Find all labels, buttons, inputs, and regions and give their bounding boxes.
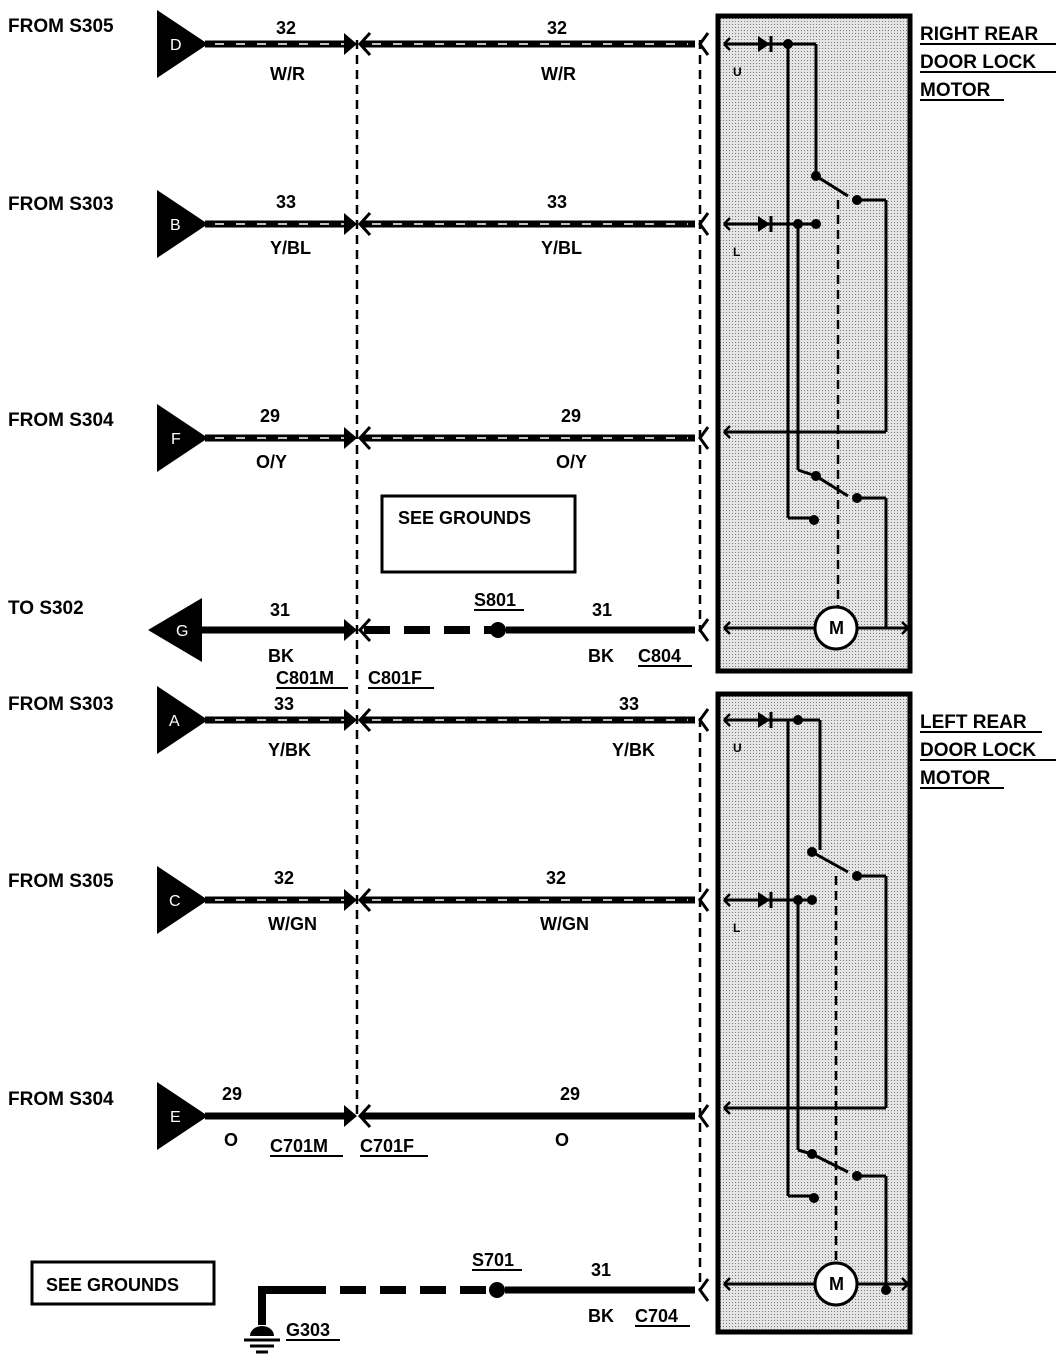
wire-row-ground [244, 1278, 710, 1354]
pin-b-triangle [157, 190, 208, 258]
source-label-d: FROM S305 [8, 16, 114, 37]
wire-row-a: A [157, 686, 710, 754]
wire-color-c-right: W/GN [540, 914, 589, 934]
wire-color-f-left: O/Y [256, 452, 287, 472]
wire-color-a-right: Y/BK [612, 740, 655, 760]
splice-s801-dot [490, 622, 506, 638]
wire-num-d-left: 32 [276, 18, 296, 38]
wire-num-a-right: 33 [619, 694, 639, 714]
see-grounds-box-2[interactable] [30, 1260, 216, 1306]
connector-c804: C804 [638, 646, 681, 666]
left-motor-circuit: U L M [723, 712, 910, 1307]
diode-icon [758, 36, 770, 52]
wire-num-a-left: 33 [274, 694, 294, 714]
wire-color-d-right: W/R [541, 64, 576, 84]
wire-color-ground: BK [588, 1306, 614, 1326]
connector-c701f: C701F [360, 1136, 414, 1156]
wire-color-c-left: W/GN [268, 914, 317, 934]
pin-d-label: D [170, 37, 182, 54]
left-motor-title-2: DOOR LOCK [920, 740, 1036, 761]
wire-color-e-right: O [555, 1130, 569, 1150]
pin-g-triangle [148, 598, 202, 662]
wire-num-b-left: 33 [276, 192, 296, 212]
wire-num-e-left: 29 [222, 1084, 242, 1104]
pin-f-label: F [171, 431, 181, 448]
pin-d-triangle [157, 10, 208, 78]
right-motor-l-label: L [733, 245, 740, 259]
pin-a-label: A [169, 713, 180, 730]
wire-color-b-left: Y/BL [270, 238, 311, 258]
wire-row-e: E [157, 1082, 710, 1150]
splice-s801-label: S801 [474, 590, 516, 610]
wire-num-f-left: 29 [260, 406, 280, 426]
connector-c704: C704 [635, 1306, 678, 1326]
wire-color-g-right: BK [588, 646, 614, 666]
source-label-f: FROM S304 [8, 410, 114, 431]
connector-c701m: C701M [270, 1136, 328, 1156]
wire-color-e-left: O [224, 1130, 238, 1150]
wire-row-d: D [157, 10, 710, 78]
right-motor-title-2: DOOR LOCK [920, 52, 1036, 73]
pin-e-triangle [157, 1082, 208, 1150]
right-motor-title-3: MOTOR [920, 80, 991, 101]
pin-a-triangle [157, 686, 208, 754]
see-grounds-text-2[interactable]: SEE GROUNDS [46, 1275, 179, 1295]
left-motor-title-1: LEFT REAR [920, 712, 1027, 733]
wire-num-g-left: 31 [270, 600, 290, 620]
pin-b-label: B [170, 217, 181, 234]
right-rear-motor-box [715, 13, 913, 674]
right-motor-circuit: U L M [723, 36, 910, 651]
pin-c-triangle [157, 866, 208, 934]
left-motor-m-label: M [829, 1274, 844, 1294]
source-label-a: FROM S303 [8, 694, 114, 715]
right-motor-u-label: U [733, 65, 742, 79]
wire-row-g: G [148, 598, 710, 662]
wire-color-g-left: BK [268, 646, 294, 666]
wire-color-b-right: Y/BL [541, 238, 582, 258]
source-label-c: FROM S305 [8, 871, 114, 892]
wire-color-d-left: W/R [270, 64, 305, 84]
pin-g-label: G [176, 623, 188, 640]
wire-color-f-right: O/Y [556, 452, 587, 472]
pin-f-triangle [157, 404, 208, 472]
source-label-b: FROM S303 [8, 194, 114, 215]
wire-num-g-right: 31 [592, 600, 612, 620]
source-label-e: FROM S304 [8, 1089, 114, 1110]
ground-icon [244, 1326, 280, 1354]
wire-num-d-right: 32 [547, 18, 567, 38]
pin-c-label: C [169, 893, 181, 910]
right-motor-title-1: RIGHT REAR [920, 24, 1039, 45]
wire-row-f: F [157, 404, 710, 472]
wire-row-c: C [157, 866, 710, 934]
ground-g303-label: G303 [286, 1320, 330, 1340]
wire-num-f-right: 29 [561, 406, 581, 426]
wire-color-a-left: Y/BK [268, 740, 311, 760]
right-motor-m-label: M [829, 618, 844, 638]
left-motor-l-label: L [733, 921, 740, 935]
wire-num-e-right: 29 [560, 1084, 580, 1104]
wire-num-b-right: 33 [547, 192, 567, 212]
splice-s701-dot [489, 1282, 505, 1298]
source-label-g: TO S302 [8, 598, 84, 619]
wire-num-ground: 31 [591, 1260, 611, 1280]
left-motor-u-label: U [733, 741, 742, 755]
connector-c801f: C801F [368, 668, 422, 688]
see-grounds-text-1[interactable]: SEE GROUNDS [398, 508, 531, 528]
wire-row-b: B [157, 190, 710, 258]
wire-num-c-right: 32 [546, 868, 566, 888]
splice-s701-label: S701 [472, 1250, 514, 1270]
see-grounds-box-1[interactable] [380, 494, 577, 574]
left-motor-title-3: MOTOR [920, 768, 991, 789]
connector-c801m: C801M [276, 668, 334, 688]
left-rear-motor-box [715, 691, 913, 1335]
pin-e-label: E [170, 1109, 181, 1126]
wire-num-c-left: 32 [274, 868, 294, 888]
